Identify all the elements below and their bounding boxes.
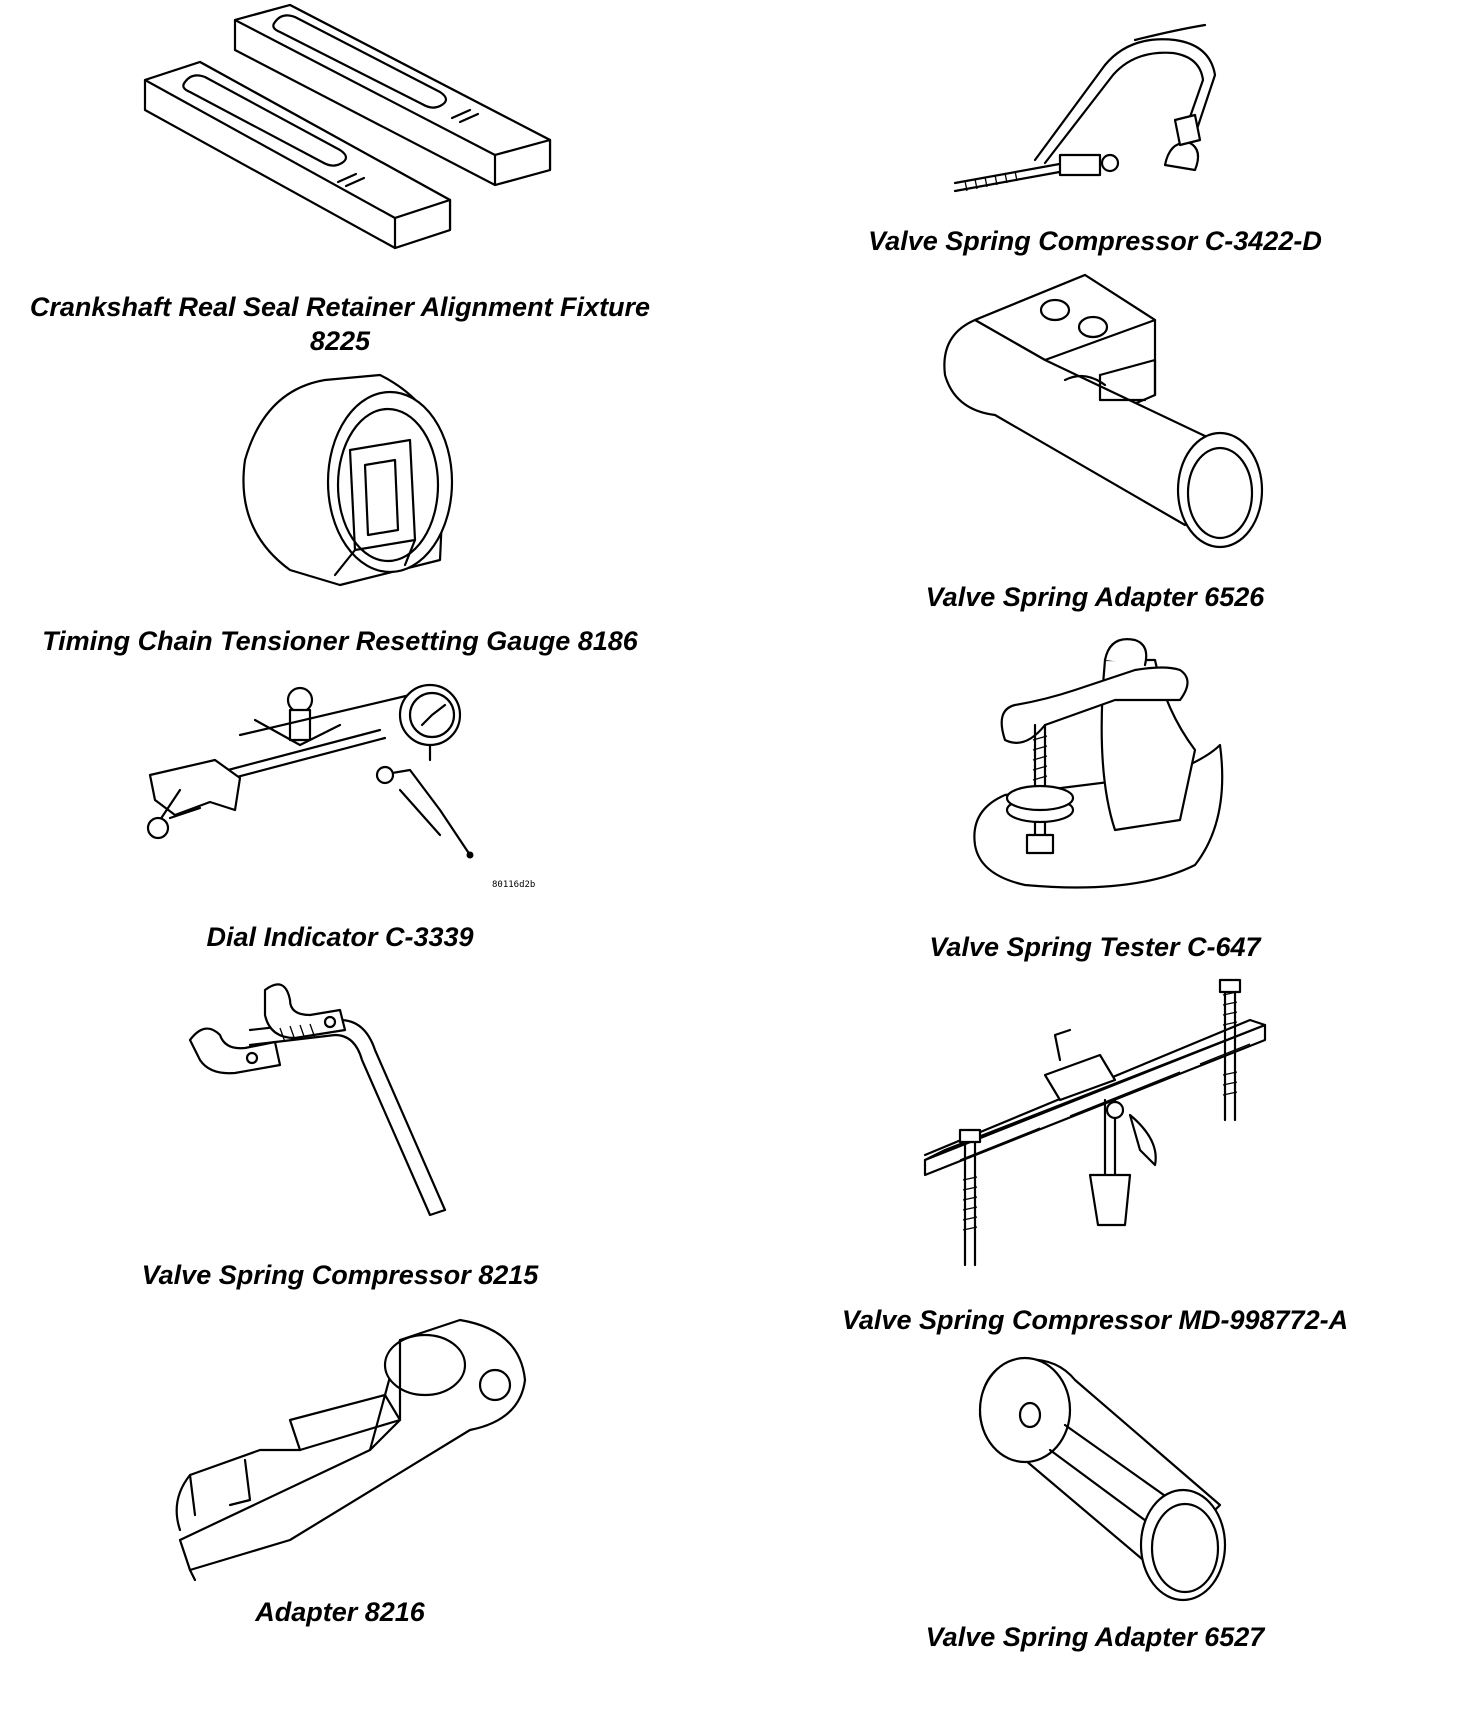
tool-caption: Valve Spring Tester C-647 (929, 932, 1261, 962)
bridge-compressor-icon (920, 978, 1270, 1270)
dial-indicator-icon (140, 670, 540, 870)
tool-caption: Timing Chain Tensioner Resetting Gauge 8… (42, 626, 638, 656)
adapter-icon (170, 1310, 530, 1582)
tool-caption: Dial Indicator C-3339 (206, 922, 474, 952)
tool-caption: Adapter 8216 (255, 1597, 425, 1627)
c-clamp-compressor-icon (945, 23, 1235, 195)
tool-caption: Valve Spring Compressor 8215 (141, 1260, 539, 1290)
tool-caption: Valve Spring Compressor MD-998772-A (841, 1305, 1349, 1335)
alignment-fixture-icon (140, 0, 552, 270)
valve-spring-adapter-icon (935, 273, 1265, 555)
tool-caption: Valve Spring Adapter 6526 (925, 582, 1265, 612)
figure-code: 80116d2b (492, 880, 536, 890)
cylinder-adapter-icon (975, 1355, 1230, 1605)
valve-spring-compressor-icon (188, 970, 500, 1220)
tool-caption-line1: Crankshaft Real Seal Retainer Alignment … (29, 292, 651, 322)
spring-tester-icon (965, 630, 1235, 900)
tool-caption: Valve Spring Adapter 6527 (925, 1622, 1265, 1652)
tool-caption: Valve Spring Compressor C-3422-D (868, 226, 1322, 256)
resetting-gauge-icon (230, 370, 460, 590)
tool-caption: Crankshaft Real Seal Retainer Alignment … (10, 290, 670, 358)
tool-caption-line2: 8225 (309, 326, 371, 356)
